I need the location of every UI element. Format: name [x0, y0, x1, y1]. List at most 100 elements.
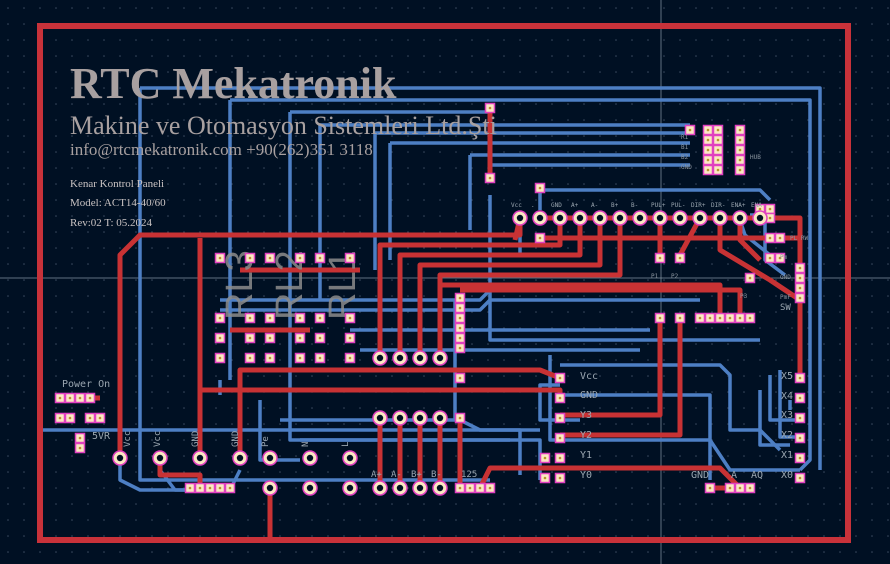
x-label-x0: X0 [781, 470, 793, 481]
pad-drill [798, 476, 802, 480]
pad-hole [656, 214, 664, 222]
pad-hole [396, 484, 404, 492]
pad-drill [348, 356, 352, 360]
pad-drill [218, 256, 222, 260]
terminal-label-gnd-2: GND [231, 431, 241, 447]
connector-125-label: 125 [461, 470, 477, 480]
pad-drill [716, 168, 720, 172]
analog-label-gnd: GND [691, 470, 709, 481]
pad-drill [268, 336, 272, 340]
pad-drill [543, 476, 547, 480]
pad-hole [306, 454, 314, 462]
pad-hole [236, 454, 244, 462]
encoder-label-a-plus: A+ [371, 470, 382, 480]
header-label: ENA- [751, 202, 765, 209]
pad-drill [88, 416, 92, 420]
top-copper-layer [60, 108, 803, 540]
header-label: GND [551, 202, 562, 209]
pad-hole [266, 454, 274, 462]
pad-drill [348, 336, 352, 340]
pad-hole [616, 214, 624, 222]
pad-drill [218, 336, 222, 340]
p3-label: P3 [740, 293, 748, 300]
svr-label: 5VR [92, 431, 111, 442]
pad-drill [768, 256, 772, 260]
pad-drill [678, 256, 682, 260]
pad-drill [458, 316, 462, 320]
terminal-label-vcc-1: Vcc [123, 431, 133, 447]
pad-drill [706, 148, 710, 152]
terminal-label-pe: Pe [261, 436, 271, 447]
pad-drill [708, 316, 712, 320]
pad-hole [556, 214, 564, 222]
right-label-gnd: GND [780, 274, 791, 281]
header-label: Vcc [511, 202, 522, 209]
pad-drill [488, 486, 492, 490]
pad-drill [558, 396, 562, 400]
pad-drill [798, 376, 802, 380]
header-label: B- [631, 202, 638, 209]
x-label-x1: X1 [781, 450, 793, 461]
terminal-label-gnd-1: GND [191, 431, 201, 447]
encoder-label-b-plus: B+ [411, 470, 422, 480]
pad-hole [376, 414, 384, 422]
pad-drill [558, 416, 562, 420]
pad-drill [558, 456, 562, 460]
pad-drill [458, 486, 462, 490]
pad-drill [778, 236, 782, 240]
pad-drill [218, 316, 222, 320]
pad-drill [208, 486, 212, 490]
pad-drill [458, 336, 462, 340]
pad-drill [78, 446, 82, 450]
pad-drill [268, 356, 272, 360]
pad-drill [798, 296, 802, 300]
pad-hole [736, 214, 744, 222]
pad-drill [188, 486, 192, 490]
pad-hole [576, 214, 584, 222]
encoder-label-b-minus: B- [431, 470, 442, 480]
header-label: DIR+ [691, 202, 706, 209]
pad-drill [678, 316, 682, 320]
terminal-label-l: L [341, 442, 351, 447]
pad-hole [516, 214, 524, 222]
pad-drill [268, 256, 272, 260]
pad-drill [298, 256, 302, 260]
hub-label-b2: B2 [681, 154, 689, 161]
pad-drill [738, 148, 742, 152]
pad-drill [318, 316, 322, 320]
hub-label-r1: R1 [681, 134, 689, 141]
pad-drill [698, 316, 702, 320]
pad-drill [298, 316, 302, 320]
pad-hole [416, 414, 424, 422]
pad-drill [458, 296, 462, 300]
pad-drill [318, 356, 322, 360]
y-label-vcc: Vcc [580, 371, 598, 382]
pad-drill [748, 316, 752, 320]
pad-drill [488, 176, 492, 180]
p1-label: P1 [651, 273, 659, 280]
pad-drill [738, 138, 742, 142]
pad-drill [798, 456, 802, 460]
board-outline [37, 23, 851, 543]
header-label: . [531, 202, 535, 209]
header-label: B+ [611, 202, 619, 209]
pad-drill [218, 356, 222, 360]
pad-drill [248, 316, 252, 320]
pad-drill [798, 416, 802, 420]
analog-label-a: A [731, 470, 737, 481]
pad-drill [348, 316, 352, 320]
y-label-y1: Y1 [580, 450, 592, 461]
product-name: Kenar Kontrol Paneli [70, 178, 164, 190]
pad-drill [538, 236, 542, 240]
pad-drill [78, 436, 82, 440]
header-label: A- [591, 202, 598, 209]
pad-drill [318, 336, 322, 340]
pad-drill [458, 306, 462, 310]
pad-hole [696, 214, 704, 222]
pad-drill [488, 106, 492, 110]
terminal-label-vcc-2: Vcc [153, 431, 163, 447]
pad-hole [416, 484, 424, 492]
pad-drill [298, 336, 302, 340]
